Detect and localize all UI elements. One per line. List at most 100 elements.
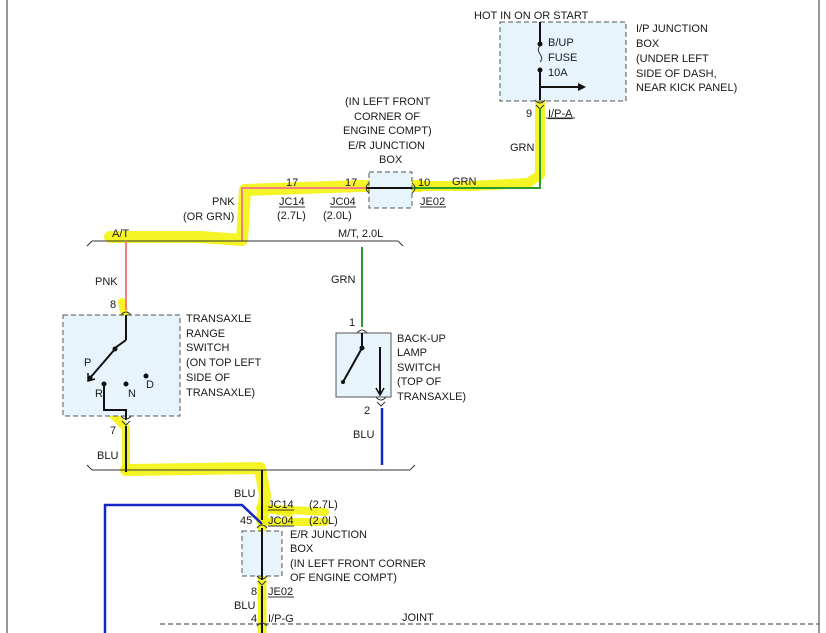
- er-bottom-wire-below: BLU: [234, 600, 255, 612]
- connector-ipa-icon: [534, 99, 546, 104]
- jc04-label: JC04: [330, 196, 356, 208]
- er-bottom-title-2: BOX: [290, 543, 314, 555]
- er-top-pin-17: 17: [345, 177, 357, 189]
- fuse-terminal-top: [537, 41, 543, 47]
- trs-title-3: SWITCH: [186, 342, 229, 354]
- ip-box-title-2: BOX: [636, 38, 660, 50]
- ip-box-title-1: I/P JUNCTION: [636, 23, 708, 35]
- fuse-icon: [537, 45, 543, 63]
- backup-lamp-switch-box: [335, 332, 392, 398]
- grn-wire-ip-to-er: [412, 108, 541, 189]
- bls-arrow-icon: [375, 387, 385, 397]
- er-bottom-connector-arrow-icon: [257, 580, 267, 586]
- er-top-connector-je02: JE02: [420, 196, 445, 208]
- pnk-top-label: PNK: [212, 196, 235, 208]
- er-bottom-pin-8: 8: [251, 586, 257, 598]
- er-bottom-jc04-engine: (2.0L): [309, 515, 338, 527]
- trs-pos-p: P: [84, 357, 91, 369]
- trs-contact-p: [87, 375, 93, 381]
- mt-branch-label: M/T, 2.0L: [338, 228, 383, 240]
- er-bottom-jc04: JC04: [268, 515, 294, 527]
- option-split-ends: [86, 240, 404, 247]
- er-bottom-connector-bottom-icon: [256, 575, 268, 580]
- jc14-engine: (2.7L): [277, 210, 306, 222]
- trs-wiper: [89, 348, 116, 379]
- connector-ipg: I/P-G: [268, 613, 294, 625]
- grn-mt-label: GRN: [331, 274, 356, 286]
- bls-lever-tip: [341, 380, 345, 384]
- transaxle-range-switch-box: [62, 314, 181, 417]
- er-top-pin-10: 10: [418, 177, 430, 189]
- trs-title-5: SIDE OF: [186, 372, 230, 384]
- fuse-name: B/UP: [548, 37, 574, 49]
- bls-connector-bottom-arrow-icon: [376, 401, 386, 407]
- bls-connector-top-icon: [356, 329, 368, 334]
- fuse-word: FUSE: [548, 52, 577, 64]
- bls-pin-2: 2: [364, 405, 370, 417]
- ipg-connector-icon: [256, 622, 268, 627]
- bls-title-4: (TOP OF: [397, 376, 441, 388]
- ip-pin-9: 9: [526, 108, 532, 120]
- er-bottom-jc14: JC14: [268, 499, 294, 511]
- er-top-title-3: ENGINE COMPT): [343, 125, 432, 137]
- er-top-title-1: (IN LEFT FRONT: [345, 96, 431, 108]
- trs-contact-n: [123, 381, 129, 387]
- jc04-engine: (2.0L): [323, 210, 352, 222]
- er-junction-box-top: [368, 171, 413, 209]
- trs-contact-d: [143, 373, 149, 379]
- jc14-label: JC14: [279, 196, 305, 208]
- trs-connector-bottom-arrow-icon: [121, 420, 131, 426]
- pnk-left-label: PNK: [95, 276, 118, 288]
- grn-vertical-label: GRN: [510, 142, 535, 154]
- bls-pin-1: 1: [349, 317, 355, 329]
- blu-right-label: BLU: [353, 429, 374, 441]
- merge-bus-ends: [86, 464, 416, 471]
- blu-left-label: BLU: [97, 450, 118, 462]
- trs-title-4: (ON TOP LEFT: [186, 357, 261, 369]
- trs-output-wire: [103, 384, 127, 420]
- trs-contact-arm: [114, 339, 127, 349]
- ip-box-title-4: SIDE OF DASH,: [636, 68, 717, 80]
- grn-horizontal-label: GRN: [452, 176, 477, 188]
- bls-lever: [342, 347, 363, 383]
- trs-wiper-arrow-icon: [87, 373, 96, 382]
- blu-wire-left-loop: [103, 503, 263, 633]
- er-top-title-4: E/R JUNCTION: [348, 140, 425, 152]
- er-bottom-wire-label: BLU: [234, 488, 255, 500]
- or-grn-label: (OR GRN): [183, 211, 234, 223]
- trs-pos-n: N: [128, 388, 136, 400]
- ip-box-title-5: NEAR KICK PANEL): [636, 82, 737, 94]
- er-bottom-connector-top-icon: [256, 524, 268, 529]
- er-top-title-2: CORNER OF: [354, 111, 420, 123]
- er-bottom-connector-je02: JE02: [268, 586, 293, 598]
- er-bottom-title-3: (IN LEFT FRONT CORNER: [290, 558, 426, 570]
- joint-label: JOINT: [402, 612, 434, 624]
- trs-connector-top-icon: [120, 311, 132, 316]
- bls-title-2: LAMP: [397, 347, 427, 359]
- at-branch-label: A/T: [112, 228, 129, 240]
- er-top-title-5: BOX: [379, 154, 403, 166]
- bls-title-3: SWITCH: [397, 362, 440, 374]
- pnk-wire-top: [241, 187, 366, 241]
- er-bottom-jc14-engine: (2.7L): [309, 499, 338, 511]
- trs-pos-r: R: [95, 388, 103, 400]
- trs-title-2: RANGE: [186, 328, 225, 340]
- er-bottom-title-4: OF ENGINE COMPT): [290, 572, 397, 584]
- trs-pin-7: 7: [110, 425, 116, 437]
- trs-connector-bottom-icon: [120, 415, 132, 420]
- wire-pin-17: 17: [286, 177, 298, 189]
- ip-box-title-3: (UNDER LEFT: [636, 53, 709, 65]
- bls-title-5: TRANSAXLE): [397, 391, 466, 403]
- fuse-rating: 10A: [548, 67, 568, 79]
- er-bottom-pin-45: 45: [240, 515, 252, 527]
- bls-title-1: BACK-UP: [397, 333, 446, 345]
- branch-arrow-icon: [578, 83, 586, 91]
- trs-title-6: TRANSAXLE): [186, 387, 255, 399]
- er-top-connector-right-icon: [411, 182, 416, 194]
- trs-pos-d: D: [146, 379, 154, 391]
- trs-pin-8: 8: [110, 299, 116, 311]
- bls-connector-bottom-icon: [375, 396, 387, 401]
- trs-title-1: TRANSAXLE: [186, 313, 251, 325]
- er-bottom-title-1: E/R JUNCTION: [290, 529, 367, 541]
